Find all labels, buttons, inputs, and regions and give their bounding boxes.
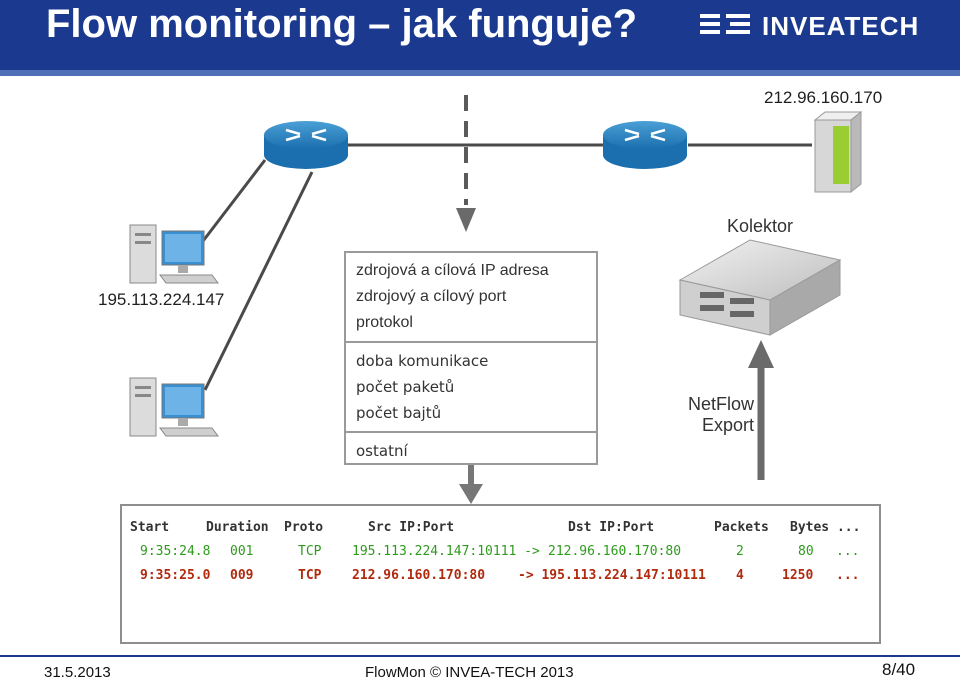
footer-date: 31.5.2013 — [44, 664, 111, 681]
netflow-export-label: NetFlow Export — [687, 394, 754, 435]
probe-dashed-line — [456, 95, 476, 232]
footer-copyright: FlowMon © INVEA-TECH 2013 — [365, 664, 574, 681]
inveatech-logo: INVEATECH — [700, 6, 940, 46]
flow-table: Start Duration Proto Src IP:Port Dst IP:… — [120, 504, 881, 644]
dst-ip-label: 212.96.160.170 — [764, 88, 883, 107]
router-icon — [603, 121, 687, 169]
slide-title: Flow monitoring – jak funguje? — [46, 2, 638, 46]
collector-label: Kolektor — [727, 216, 794, 236]
logo-mark-icon — [700, 14, 750, 34]
down-arrow — [459, 464, 483, 504]
link-lines — [198, 143, 812, 391]
src-ip-label: 195.113.224.147 — [98, 290, 225, 309]
other-section: ostatní — [356, 442, 408, 460]
export-arrow — [748, 340, 774, 480]
header-divider — [0, 70, 960, 76]
flow-record-fields-box: zdrojová a cílová IP adresa zdrojový a c… — [344, 251, 598, 465]
server-tower-icon — [813, 110, 863, 194]
logo-text: INVEATECH — [762, 11, 920, 41]
router-icon — [264, 121, 348, 169]
footer-divider — [0, 655, 960, 657]
computer-icon — [129, 377, 219, 437]
collector-server-icon — [678, 239, 842, 336]
computer-icon — [129, 224, 219, 284]
slide-header: Flow monitoring – jak funguje? INVEATECH — [0, 0, 960, 70]
stats-section: doba komunikace počet paketů počet bajtů — [346, 343, 596, 433]
key-fields-section: zdrojová a cílová IP adresa zdrojový a c… — [346, 253, 596, 343]
page-number: 8/40 — [882, 660, 916, 679]
